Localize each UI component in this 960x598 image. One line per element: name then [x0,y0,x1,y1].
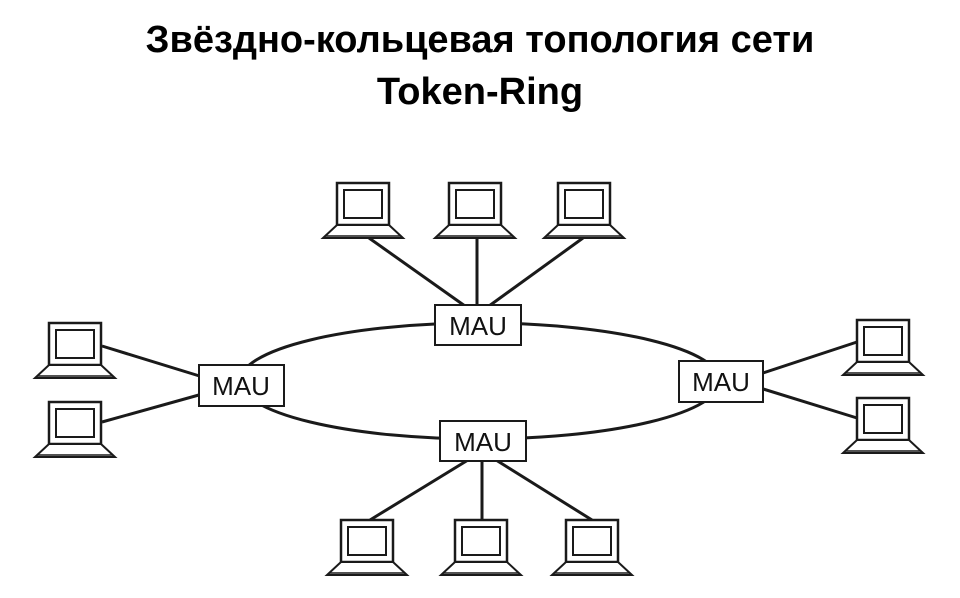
mau-label: MAU [449,311,507,341]
links-right-hub [759,340,858,420]
diagram-title-line1: Звёздно-кольцевая топология сети [145,19,815,61]
links-left-hub [101,344,207,424]
diagram-title-line2: Token-Ring [376,71,584,113]
mau-hub-top: MAU [434,304,522,346]
mau-label: MAU [454,427,512,457]
computer-icon [433,181,517,240]
mau-label: MAU [212,371,270,401]
computer-icon [841,318,925,377]
computer-icon [321,181,405,240]
computer-icon [325,518,409,577]
computer-icon [33,400,117,459]
links-bottom-hub [369,458,593,522]
mau-hub-left: MAU [198,364,285,407]
computer-icon [841,396,925,455]
links-top-hub [368,236,584,308]
computer-icon [542,181,626,240]
computer-icon [550,518,634,577]
mau-hub-right: MAU [678,360,764,403]
computer-icon [33,321,117,380]
mau-label: MAU [692,367,750,397]
mau-hub-bottom: MAU [439,420,527,462]
computer-icon [439,518,523,577]
